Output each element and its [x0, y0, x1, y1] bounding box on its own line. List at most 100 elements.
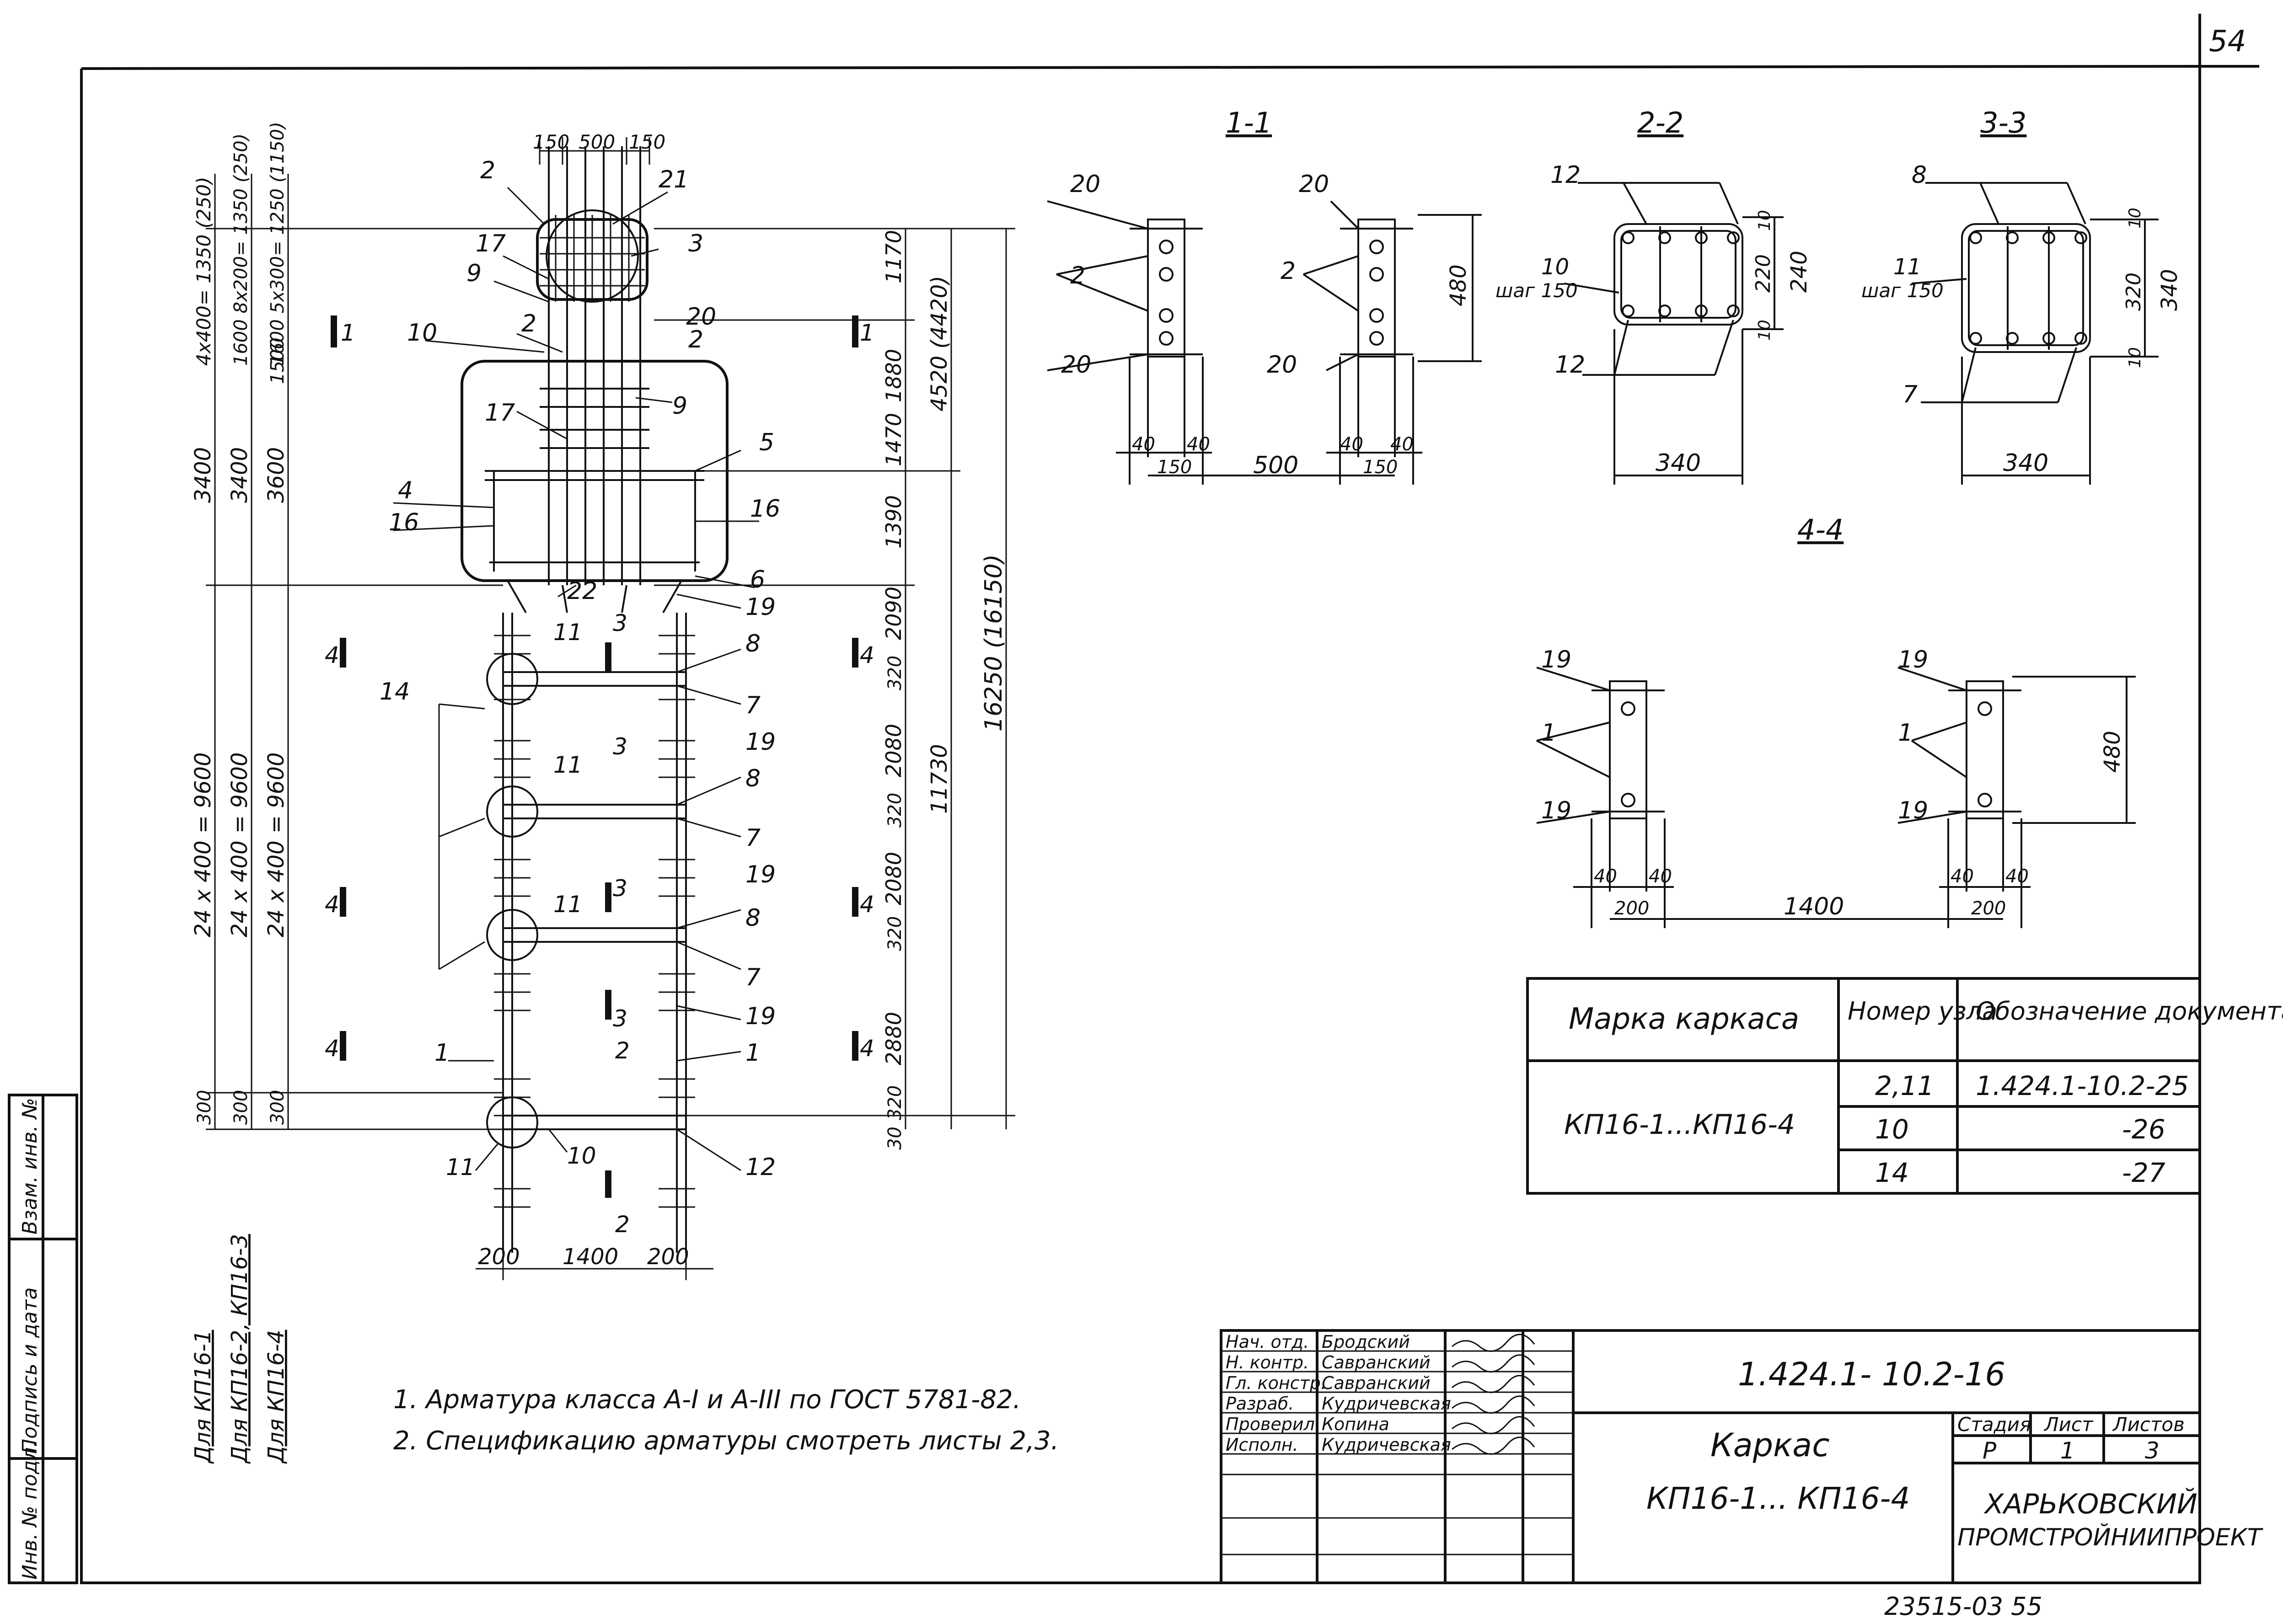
node-table-row-3-node: 14	[1875, 1157, 1909, 1188]
node-table-mark: КП16-1...КП16-4	[1564, 1109, 1795, 1141]
section-4-4-callout-19-br: 19	[1898, 797, 1928, 824]
signature-role-5: Проверил	[1226, 1414, 1315, 1434]
callout-8-b: 8	[745, 765, 761, 792]
signature-role-3: Гл. констр.	[1226, 1373, 1326, 1393]
section-3-3-dim-10-bottom: 10	[2126, 347, 2144, 368]
signature-name-5: Копина	[1322, 1414, 1389, 1434]
callout-1-left: 1	[434, 1039, 450, 1067]
section-3-3-callout-7: 7	[1902, 381, 1918, 408]
caption-kp16-4: Для КП16-4	[263, 1330, 289, 1464]
right-dim-12: 320	[884, 1085, 906, 1120]
right-dim-11: 2880	[881, 1012, 906, 1065]
left-col3-top: 1600 5x300= 1250 (1150)	[267, 122, 288, 366]
section-2-2-dim-10-top: 10	[1755, 210, 1774, 231]
callout-9-top: 9	[466, 260, 482, 287]
node-circle-14-a	[486, 653, 538, 705]
node-circle-2	[546, 209, 639, 303]
callout-4: 4	[398, 477, 413, 504]
node-circle-14-b	[486, 785, 538, 838]
callout-16-right: 16	[750, 495, 780, 523]
signature-name-2: Савранский	[1322, 1352, 1431, 1373]
section-4-4-dim-1400: 1400	[1784, 893, 1844, 920]
signature-role-2: Н. контр.	[1226, 1352, 1309, 1373]
right-dim-4: 1390	[881, 495, 906, 549]
cut-mark-1-left: 1	[341, 320, 355, 346]
callout-5: 5	[759, 429, 774, 456]
signature-role-1: Нач. отд.	[1226, 1332, 1309, 1352]
right-dim-13: 30	[884, 1127, 906, 1150]
node-table-header-node: Номер узла	[1848, 997, 1997, 1026]
cut-mark-4-b-right: 4	[860, 891, 874, 918]
left-col2-mid: 3400	[227, 447, 252, 503]
section-4-4-callout-19-tl: 19	[1541, 646, 1571, 673]
section-4-4-callout-1-r: 1	[1898, 719, 1913, 747]
callout-19-a: 19	[745, 728, 776, 756]
left-col3-mid: 3600	[263, 447, 289, 503]
top-dim-right: 150	[629, 131, 665, 153]
section-4-4: 4-4 19 1 19 19 1 19 40	[1536, 513, 2136, 928]
section-4-4-dim-480: 480	[2100, 731, 2125, 773]
callout-16-left: 16	[389, 509, 419, 536]
section-1-1-callout-20-br: 20	[1267, 351, 1297, 379]
section-4-4-dim-40-c: 40	[1951, 866, 1974, 887]
cut-mark-4-a-left: 4	[325, 642, 339, 668]
callout-11-b: 11	[553, 752, 583, 778]
section-4-4-dim-40-a: 40	[1594, 866, 1617, 887]
section-2-2-dim-340: 340	[1656, 449, 1701, 477]
left-col3-low: 24 x 400 = 9600	[263, 752, 289, 937]
right-dim-1: 1170	[881, 230, 906, 283]
section-3-3-callout-8: 8	[1912, 161, 1927, 189]
section-4-4-title: 4-4	[1797, 513, 1844, 546]
drawing-title-line2: КП16-1... КП16-4	[1646, 1481, 1910, 1516]
note-2: 2. Спецификацию арматуры смотреть листы …	[393, 1426, 1059, 1456]
callout-20: 20	[686, 303, 716, 331]
left-margin-stamp: Инв. № подл. Подпись и дата Взам. инв. №	[8, 1094, 78, 1584]
right-dim-6: 320	[884, 656, 906, 690]
section-1-1-dim-480: 480	[1446, 264, 1471, 306]
node-table-header-mark: Марка каркаса	[1569, 1002, 1799, 1036]
callout-11-c: 11	[553, 891, 583, 918]
left-col1-base: 300	[194, 1090, 215, 1125]
page-footer: 23515-03 55	[1884, 1592, 2042, 1621]
caption-kp16-2-3: Для КП16-2, КП16-3	[227, 1234, 252, 1464]
signature-name-4: Кудричевская	[1322, 1394, 1451, 1414]
callout-2-right: 2	[688, 326, 703, 353]
section-1-1: 1-1 20 2 20 20 2 20 40	[1047, 106, 1482, 485]
section-1-1-dim-40-c: 40	[1340, 434, 1363, 455]
right-dim-8: 320	[884, 793, 906, 828]
cut-mark-3-d: 3	[613, 1005, 627, 1032]
right-dim-7: 2080	[881, 724, 906, 777]
right-total-1: 4520 (4420)	[927, 276, 952, 411]
callout-2-top: 2	[480, 157, 495, 184]
callout-10: 10	[407, 319, 437, 347]
section-3-3-title: 3-3	[1980, 106, 2026, 139]
callout-11-bottom: 11	[446, 1154, 475, 1181]
callout-1-right: 1	[745, 1039, 761, 1067]
left-col2-top: 1600 8x200= 1350 (250)	[230, 134, 252, 366]
organization-line1: ХАРЬКОВСКИЙ	[1983, 1488, 2197, 1520]
node-table-row-3-doc: -27	[2122, 1157, 2165, 1188]
callout-17-top: 17	[476, 230, 506, 257]
section-4-4-callout-1-l: 1	[1541, 719, 1556, 747]
top-dim-middle: 500	[579, 131, 615, 153]
sheet-header: Лист	[2043, 1413, 2094, 1436]
bottom-dim-left: 200	[478, 1244, 520, 1270]
section-2-2-dim-240: 240	[1786, 251, 1812, 293]
right-total-2: 11730	[927, 744, 952, 814]
section-3-3-dim-340-bottom: 340	[2003, 449, 2048, 477]
caption-kp16-1: Для КП16-1	[190, 1330, 216, 1464]
callout-11-a: 11	[553, 619, 583, 646]
cut-mark-2-bottom: 2	[615, 1211, 630, 1238]
left-margin-label-inv: Инв. № подл.	[18, 1441, 42, 1580]
section-2-2-callout-10: 10	[1541, 254, 1569, 280]
callout-9-mid: 9	[672, 392, 687, 420]
callout-7-b: 7	[745, 824, 761, 852]
section-3-3-callout-11: 11	[1893, 254, 1921, 280]
left-col3-step: 1500	[267, 337, 288, 384]
section-4-4-dim-40-b: 40	[1649, 866, 1672, 887]
node-table-header-doc: Обозначение документа	[1976, 997, 2283, 1026]
right-dim-3: 1470	[881, 413, 906, 466]
stage-value: Р	[1983, 1437, 1997, 1464]
node-circle-14-c	[486, 909, 538, 961]
